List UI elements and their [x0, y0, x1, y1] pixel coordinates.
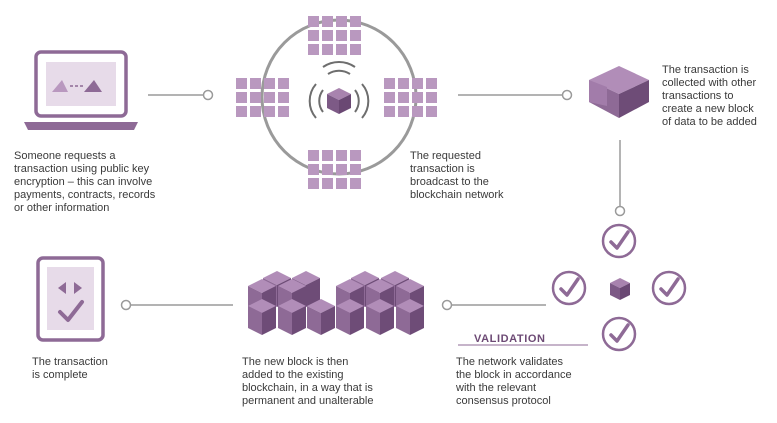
step-block-text: The transaction is collected with other …: [662, 64, 757, 128]
step-chain-text: The new block is then added to the exist…: [242, 356, 374, 407]
connector-lines: [120, 89, 626, 311]
network-broadcast-icon: [236, 16, 437, 189]
validation-checks-icon: [551, 223, 687, 352]
step-broadcast-text: The requested transaction is broadcast t…: [410, 150, 504, 201]
blockchain-icon: [248, 271, 424, 335]
block-icon: [589, 66, 649, 118]
step-validation-text: The network validates the block in accor…: [456, 356, 572, 407]
tablet-complete-icon: [36, 256, 105, 342]
step-complete-text: The transaction is complete: [32, 356, 108, 381]
validation-heading: VALIDATION: [474, 333, 546, 345]
laptop-icon: [24, 50, 138, 130]
step-request-text: Someone requests a transaction using pub…: [14, 150, 156, 214]
